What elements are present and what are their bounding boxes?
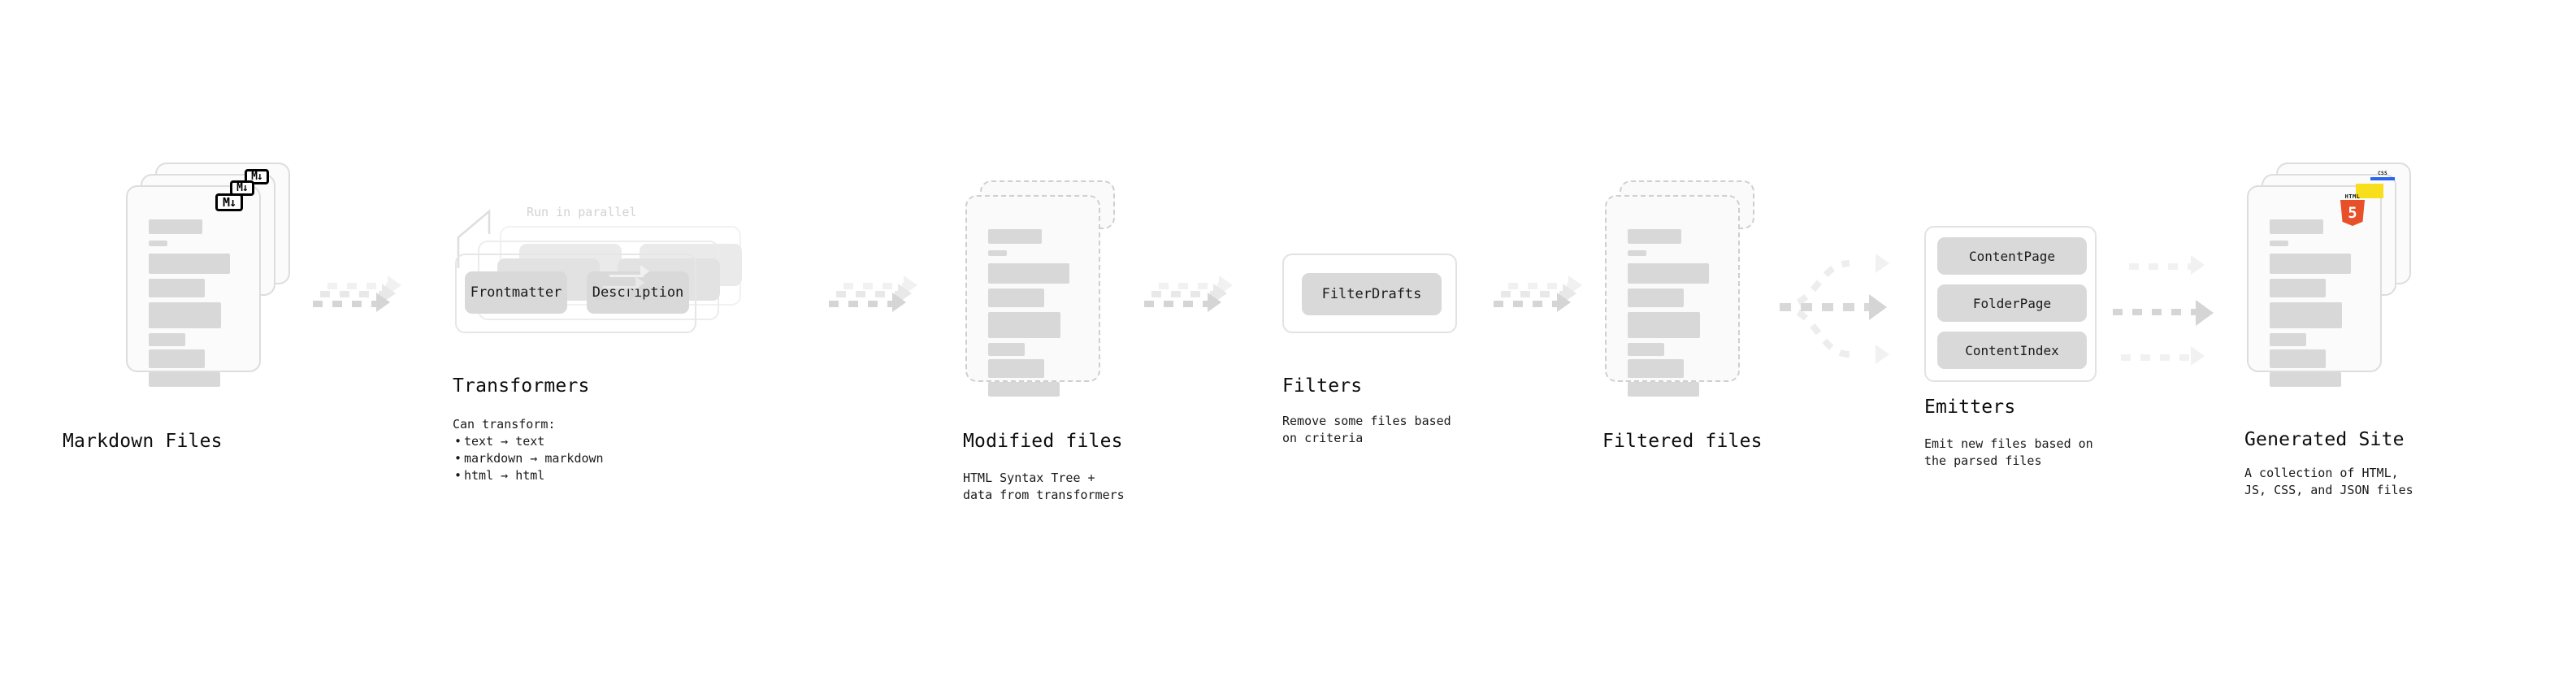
skeleton-line [988, 359, 1044, 378]
filtered-file-sheet-front [1605, 195, 1740, 397]
skeleton-line [988, 288, 1044, 307]
skeleton-line [1628, 359, 1684, 378]
arrow-modified-to-filters [1144, 275, 1250, 330]
run-in-parallel-label: Run in parallel [527, 205, 637, 219]
skeleton-line [988, 312, 1060, 338]
transformer-box-front[interactable]: Frontmatter Description [455, 254, 696, 333]
skeleton-line [2270, 349, 2326, 368]
arrow-filters-to-filtered [1494, 275, 1599, 330]
modified-file-sheet-front [965, 195, 1100, 397]
transformers-desc-items: text → text markdown → markdown html → h… [453, 433, 604, 484]
markdown-badge-mid: M↓ [230, 180, 254, 196]
markdown-badge-front: M↓ [215, 193, 243, 211]
run-in-parallel-bracket [457, 209, 491, 268]
transformers-desc-item: html → html [453, 467, 604, 484]
skeleton-line [988, 382, 1060, 397]
transformers-title: Transformers [453, 375, 590, 397]
skeleton-line [149, 333, 185, 346]
skeleton-line [149, 254, 230, 274]
skeleton-title-bar [988, 229, 1042, 244]
javascript-badge [2356, 184, 2383, 198]
javascript-badge-icon [2356, 184, 2383, 198]
arrow-frontmatter-to-description [595, 265, 699, 322]
emitters-description: Emit new files based on the parsed files [1924, 436, 2093, 468]
filters-box[interactable]: FilterDrafts [1282, 254, 1457, 333]
skeleton-line [149, 279, 205, 297]
filter-chip-filterdrafts[interactable]: FilterDrafts [1302, 273, 1442, 315]
skeleton-title-bar [2270, 219, 2323, 234]
arrow-transformers-to-modified [829, 275, 935, 330]
transformer-chip-frontmatter[interactable]: Frontmatter [465, 271, 567, 314]
emitter-chip-contentpage[interactable]: ContentPage [1937, 237, 2087, 275]
skeleton-line [149, 372, 220, 387]
skeleton-line [1628, 382, 1699, 397]
skeleton-sub-bar [2270, 241, 2288, 246]
arrow-filtered-to-emitters [1779, 234, 1926, 380]
arrow-markdown-to-transformers [313, 275, 418, 330]
css3-badge: CSS [2370, 171, 2395, 181]
filters-title: Filters [1282, 375, 1363, 397]
css3-badge-word: CSS [2378, 171, 2387, 176]
generated-site-title: Generated Site [2244, 429, 2405, 450]
html5-badge-word: HTML [2344, 193, 2361, 200]
skeleton-line [1628, 288, 1684, 307]
transformers-capabilities: Can transform: text → text markdown → ma… [453, 416, 604, 484]
transformers-desc-head: Can transform: [453, 417, 556, 432]
transformers-desc-item: text → text [453, 433, 604, 450]
generated-site-description: A collection of HTML, JS, CSS, and JSON … [2244, 466, 2413, 497]
modified-files-title: Modified files [963, 431, 1123, 452]
arrow-emitters-to-site [2113, 241, 2259, 379]
emitters-box[interactable]: ContentPage FolderPage ContentIndex [1924, 226, 2097, 382]
skeleton-line [2270, 372, 2341, 387]
emitter-chip-folderpage[interactable]: FolderPage [1937, 284, 2087, 322]
skeleton-title-bar [1628, 229, 1681, 244]
skeleton-line [2270, 302, 2342, 328]
skeleton-line [2270, 254, 2351, 274]
css3-badge-icon: CSS [2370, 171, 2395, 181]
filtered-files-title: Filtered files [1602, 431, 1763, 452]
skeleton-sub-bar [1628, 250, 1646, 256]
skeleton-line [2270, 333, 2306, 346]
skeleton-sub-bar [988, 250, 1007, 256]
html5-badge: HTML 5 [2339, 193, 2366, 226]
html5-badge-icon: HTML 5 [2339, 193, 2366, 226]
css3-badge-bar [2370, 177, 2395, 180]
skeleton-line [988, 263, 1069, 284]
fan-out-curves [1779, 260, 1869, 358]
skeleton-line [149, 302, 221, 328]
skeleton-line [1628, 263, 1709, 284]
skeleton-line [1628, 312, 1700, 338]
skeleton-line [1628, 343, 1664, 356]
skeleton-line [2270, 279, 2326, 297]
skeleton-line [149, 349, 205, 368]
html5-badge-shield: 5 [2340, 200, 2366, 226]
skeleton-title-bar [149, 219, 202, 234]
skeleton-sub-bar [149, 241, 167, 246]
markdown-badge-icon: M↓ [230, 180, 254, 196]
emitters-title: Emitters [1924, 397, 2016, 418]
filters-description: Remove some files based on criteria [1282, 414, 1451, 445]
emitter-chip-contentindex[interactable]: ContentIndex [1937, 332, 2087, 369]
modified-files-description: HTML Syntax Tree + data from transformer… [963, 471, 1125, 502]
transformers-desc-item: markdown → markdown [453, 450, 604, 467]
skeleton-line [988, 343, 1025, 356]
markdown-files-title: Markdown Files [63, 431, 223, 452]
markdown-badge-icon: M↓ [215, 193, 243, 211]
markdown-file-sheet-front [126, 185, 261, 387]
